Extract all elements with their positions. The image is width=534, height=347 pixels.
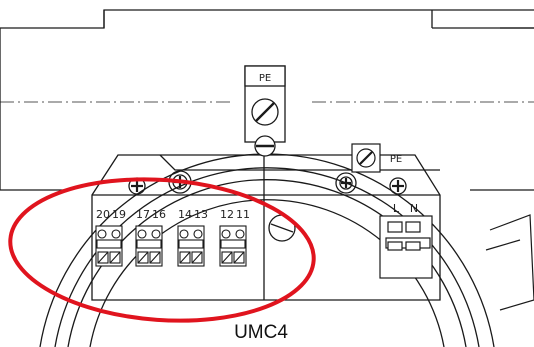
terminal-block xyxy=(135,225,163,267)
housing xyxy=(0,9,534,191)
terminal-number: 14 xyxy=(178,208,192,221)
signal-terminal-blocks xyxy=(95,225,247,267)
power-label-l: L xyxy=(393,202,400,215)
terminal-number: 19 xyxy=(112,208,126,221)
terminal-number: 11 xyxy=(236,208,250,221)
pe-block-top xyxy=(244,65,286,157)
terminal-number: 13 xyxy=(194,208,208,221)
power-label-n: N xyxy=(410,202,418,215)
highlight-ellipse xyxy=(8,177,316,323)
phillips-screw-icon xyxy=(335,172,357,194)
terminal-block xyxy=(219,225,247,267)
phillips-screw-icon xyxy=(389,177,407,195)
terminal-number: 20 xyxy=(96,208,110,221)
terminal-block xyxy=(177,225,205,267)
terminal-numbers: 20 19 17 16 14 13 12 11 xyxy=(96,208,250,221)
pe-label-right: PE xyxy=(390,154,402,165)
caption: UMC4 xyxy=(234,322,288,343)
terminal-block xyxy=(95,225,123,267)
terminal-number: 12 xyxy=(220,208,234,221)
terminal-number: 16 xyxy=(152,208,166,221)
pe-block-right xyxy=(351,143,381,173)
side-fitting xyxy=(485,214,534,311)
terminal-number: 17 xyxy=(136,208,150,221)
pe-label-top: PE xyxy=(259,73,271,84)
power-terminal xyxy=(379,215,433,279)
